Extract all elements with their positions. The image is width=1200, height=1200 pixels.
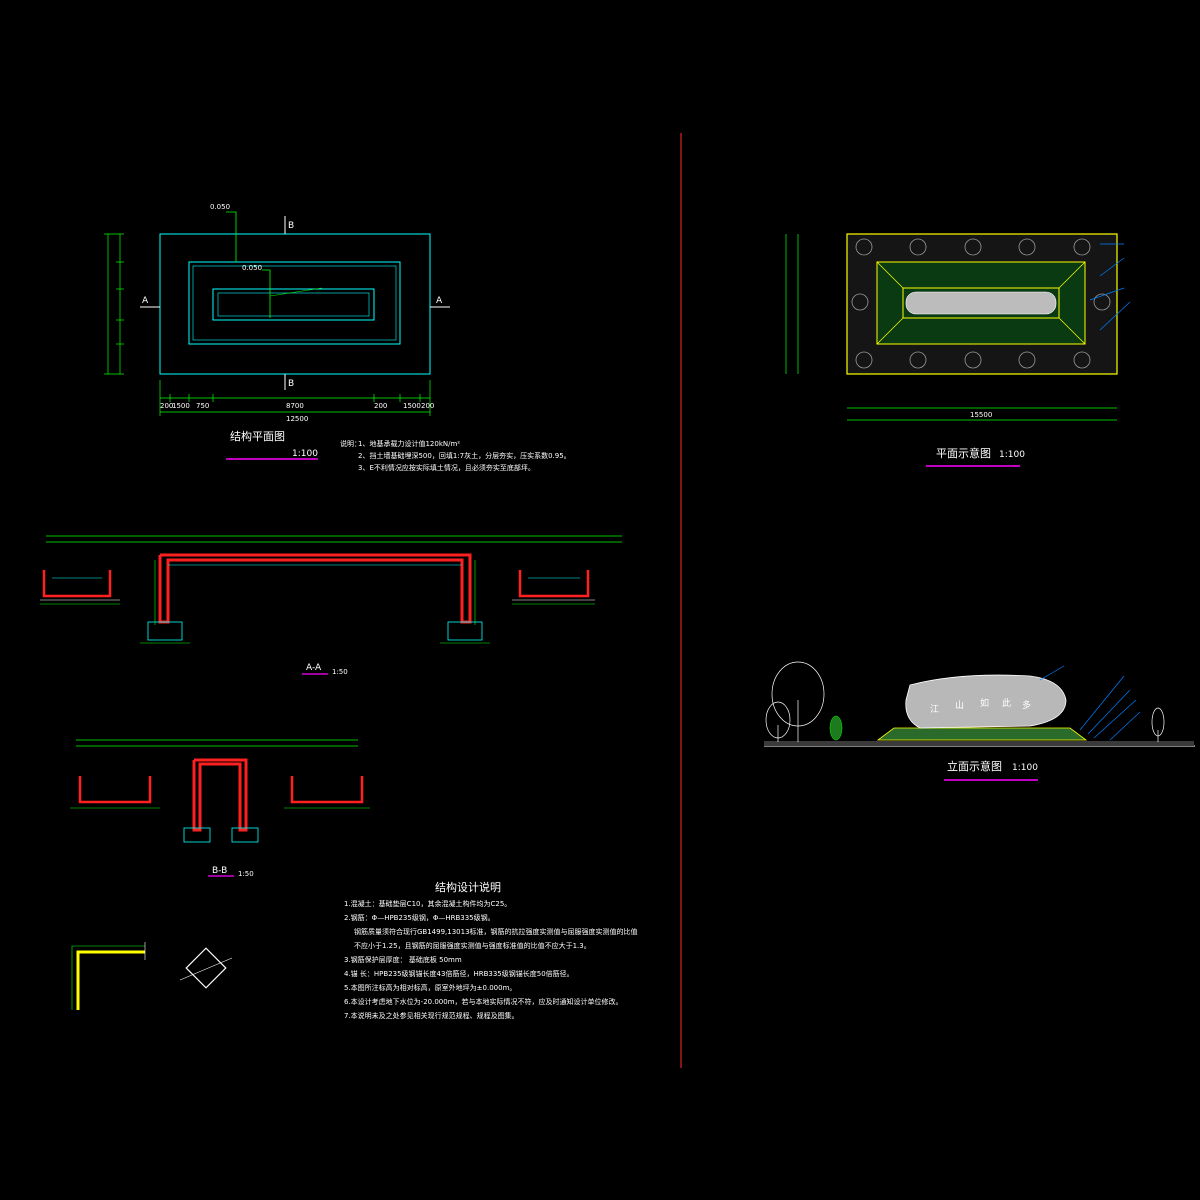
dim-b0: 200 (160, 402, 173, 410)
stone-char-3: 如 (980, 697, 989, 709)
stone-char-1: 江 (930, 704, 939, 715)
note-1: 1、地基承载力设计值120kN/m² (358, 439, 460, 448)
dim-b2: 750 (196, 402, 209, 410)
note-3: 3、E不利情况应按实际填土情况，且必须夯实至底部坪。 (358, 463, 535, 472)
rebar-details (71, 942, 233, 1010)
section-bb: B-B 1:50 (70, 739, 370, 878)
notes-label: 说明： (340, 439, 361, 448)
dim-b1: 1500 (172, 402, 190, 410)
dim-total: 12500 (286, 415, 308, 423)
plan-sketch: 15500 平面示意图 1:100 (785, 233, 1131, 467)
tree-outlines (765, 661, 1165, 742)
stone-char-4: 此 (1002, 697, 1011, 709)
design-notes-title: 结构设计说明 (435, 880, 501, 894)
section-b-bottom: B (288, 379, 294, 389)
elevation-sketch: 江 山 如 此 多 立面示意图 1:100 (764, 661, 1195, 781)
structural-plan-title: 结构平面图 (230, 429, 285, 443)
section-a-right: A (436, 296, 443, 306)
stone-plan (905, 291, 1057, 315)
section-bb-scale: 1:50 (238, 870, 254, 878)
plan-outer-rect (159, 233, 431, 375)
plan-sketch-scale: 1:100 (999, 450, 1025, 460)
design-note-7: 5.本图所注标高为相对标高，原室外地坪为±0.000m。 (344, 983, 516, 992)
plan-sketch-dim-total: 15500 (970, 411, 992, 419)
elev-top-label: 0.050 (210, 203, 230, 211)
design-note-5: 3.钢筋保护层厚度： 基础底板 50mm (344, 955, 462, 964)
section-aa: A-A 1:50 (40, 535, 622, 676)
dim-b3: 8700 (286, 402, 304, 410)
structural-plan-scale: 1:100 (292, 449, 318, 459)
dim-b6: 200 (421, 402, 434, 410)
section-aa-label: A-A (306, 663, 322, 673)
section-bb-label: B-B (212, 866, 227, 876)
design-note-6: 4.锚 长：HPB235级钢锚长度43倍筋径，HRB335级钢锚长度50倍筋径。 (344, 969, 574, 978)
stone-char-5: 多 (1022, 699, 1031, 711)
elevation-sketch-scale: 1:100 (1012, 763, 1038, 773)
design-note-9: 7.本说明未及之处参见相关现行规范规程、规程及图集。 (344, 1011, 519, 1020)
design-note-3: 钢筋质量须符合现行GB1499,13013标准，钢筋的抗拉强度实测值与屈服强度实… (354, 927, 638, 936)
design-note-8: 6.本设计考虑地下水位为-20.000m，若与本地实际情况不符，应及时通知设计单… (344, 997, 623, 1006)
stone-elevation (905, 674, 1067, 729)
section-a-left: A (142, 296, 149, 306)
dim-b5: 1500 (403, 402, 421, 410)
section-aa-scale: 1:50 (332, 668, 348, 676)
dim-b4: 200 (374, 402, 387, 410)
note-2: 2、挡土墙基础埋深500，回填1:7灰土，分层夯实，压实系数0.95。 (358, 451, 571, 460)
design-note-2: 2.钢筋：Φ—HPB235级钢，Φ—HRB335级钢。 (344, 913, 495, 922)
elevation-sketch-title: 立面示意图 (947, 759, 1002, 773)
design-note-4: 不应小于1.25，且钢筋的屈服强度实测值与强度标准值的比值不应大于1.3。 (354, 941, 591, 950)
stone-char-2: 山 (955, 700, 964, 711)
design-notes: 结构设计说明 1.混凝土：基础垫层C10，其余混凝土构件均为C25。 2.钢筋：… (344, 880, 638, 1020)
design-note-1: 1.混凝土：基础垫层C10，其余混凝土构件均为C25。 (344, 899, 511, 908)
elev-inner-label: 0.050 (242, 264, 262, 272)
plan-sketch-title: 平面示意图 (936, 446, 991, 460)
structural-plan: 0.050 0.050 A A B B 200 1500 750 8700 (104, 203, 571, 472)
section-b-top: B (288, 221, 294, 231)
